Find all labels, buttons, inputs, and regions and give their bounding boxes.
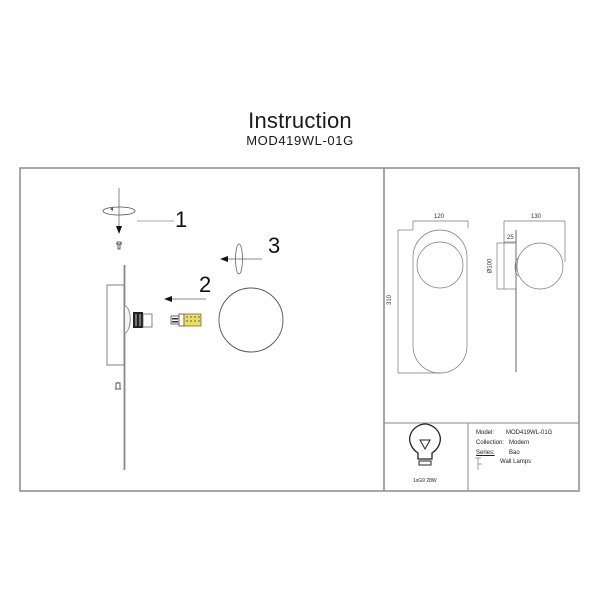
glass-shade-disc (218, 287, 284, 353)
model-label: Model: (476, 430, 495, 436)
wall-plate (106, 284, 125, 366)
step1-rotate-icon (102, 188, 136, 234)
front-view-drawing (397, 220, 469, 374)
series-value: Bao (509, 450, 520, 456)
category-value: Wall Lamps (500, 459, 532, 465)
lightbulb-icon (409, 423, 441, 466)
step-number-2: 2 (199, 272, 212, 297)
page-title: Instruction (248, 108, 352, 133)
dim-front-width: 120 (434, 214, 445, 220)
dim-plate-depth: 25 (507, 235, 514, 241)
side-view-drawing (496, 220, 566, 372)
bulb-socket-dome (124, 305, 131, 334)
model-value: MOD419WL-01G (506, 430, 553, 436)
screw-icon (116, 241, 122, 250)
step-number-3: 3 (268, 233, 281, 258)
collection-label: Collection: (476, 440, 505, 446)
socket-connector (133, 312, 153, 328)
step-number-1: 1 (175, 207, 188, 232)
dim-height: 310 (387, 294, 394, 306)
dim-side-depth: 130 (531, 214, 542, 220)
screw-lower-icon (115, 382, 121, 390)
bulb-spec: 1xG9 28W (413, 478, 437, 484)
dim-shade-diameter: Ø100 (487, 258, 494, 274)
step3-rotate-icon (220, 243, 262, 275)
wall-lamp-series-icon (475, 457, 482, 470)
g9-led-bulb-icon (170, 313, 202, 327)
step2-arrow-icon (164, 296, 206, 302)
model-code: MOD419WL-01G (246, 133, 354, 148)
frame-border (19, 167, 580, 492)
series-label: Series: (476, 450, 495, 456)
collection-value: Modern (509, 440, 530, 446)
